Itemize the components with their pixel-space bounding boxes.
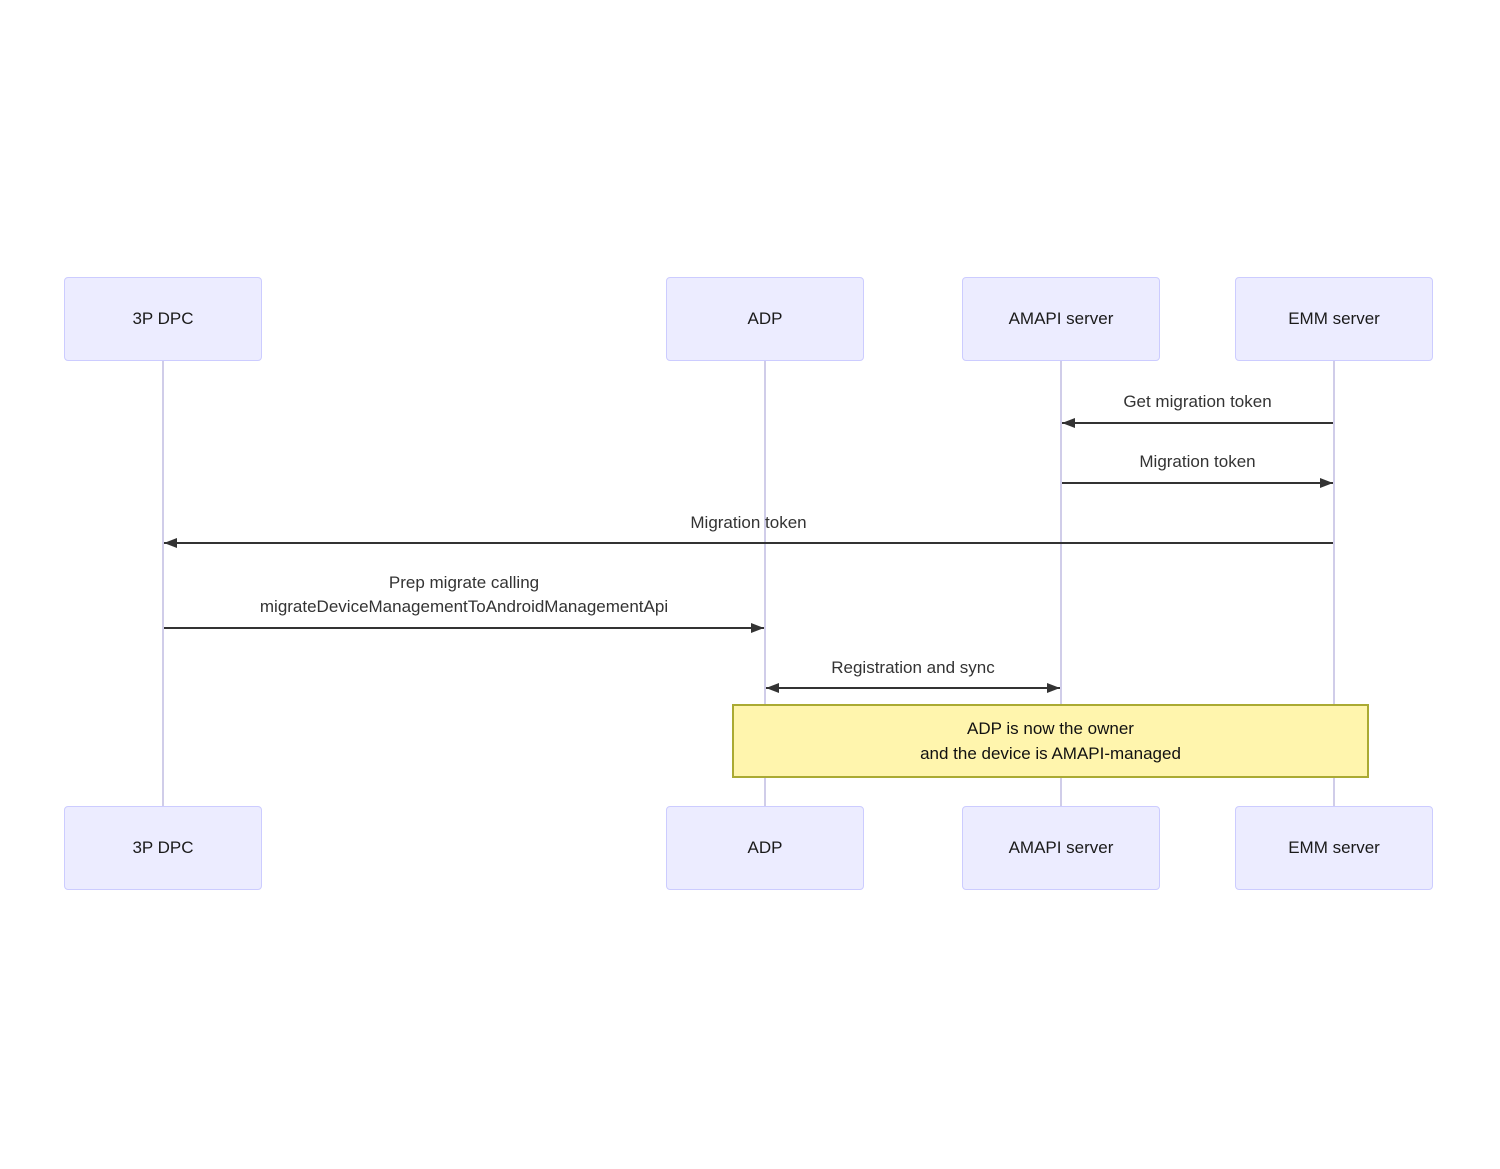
actor-box-adp-top: ADP [666,277,864,361]
actor-box-amapi-server-top: AMAPI server [962,277,1160,361]
actor-label: ADP [747,309,783,328]
message-arrow-migration-token-return [1062,478,1333,488]
message-label-get-migration-token: Get migration token [1123,392,1272,411]
message-arrow-prep-migrate [164,623,764,633]
lifeline-amapi-server [1060,361,1062,806]
actor-box-3p-dpc-top: 3P DPC [64,277,262,361]
message-label-line-2: migrateDeviceManagementToAndroidManageme… [259,597,669,616]
actor-label: EMM server [1288,838,1380,857]
message-label-migration-token-return: Migration token [1139,452,1256,471]
note-line-1: ADP is now the owner [967,719,1134,738]
actor-label: 3P DPC [132,309,194,328]
lifeline-3p-dpc [162,361,164,806]
message-label-prep-migrate: Prep migrate calling migrateDeviceManage… [163,571,765,619]
note-box: ADP is now the owner and the device is A… [732,704,1369,778]
actor-label: AMAPI server [1008,309,1114,328]
actor-label: ADP [747,838,783,857]
actor-label: AMAPI server [1008,838,1114,857]
actor-label: 3P DPC [132,838,194,857]
actor-label: EMM server [1288,309,1380,328]
arrowhead-left-icon [766,683,779,693]
arrowhead-right-icon [751,623,764,633]
message-arrow-get-migration-token [1062,418,1333,428]
arrowhead-right-icon [1047,683,1060,693]
message-arrow-registration-and-sync [766,683,1060,693]
message-arrow-migration-token-to-dpc [164,538,1333,548]
actor-box-3p-dpc-bottom: 3P DPC [64,806,262,890]
actor-box-adp-bottom: ADP [666,806,864,890]
message-label-registration-and-sync: Registration and sync [831,658,995,677]
actor-box-amapi-server-bottom: AMAPI server [962,806,1160,890]
message-label-line-1: Prep migrate calling [388,573,540,592]
note-line-2: and the device is AMAPI-managed [920,744,1181,763]
lifeline-adp [764,361,766,806]
arrowhead-right-icon [1320,478,1333,488]
arrowhead-left-icon [1062,418,1075,428]
arrowhead-left-icon [164,538,177,548]
lifeline-emm-server [1333,361,1335,806]
actor-box-emm-server-bottom: EMM server [1235,806,1433,890]
message-label-migration-token-to-dpc: Migration token [690,513,807,532]
actor-box-emm-server-top: EMM server [1235,277,1433,361]
